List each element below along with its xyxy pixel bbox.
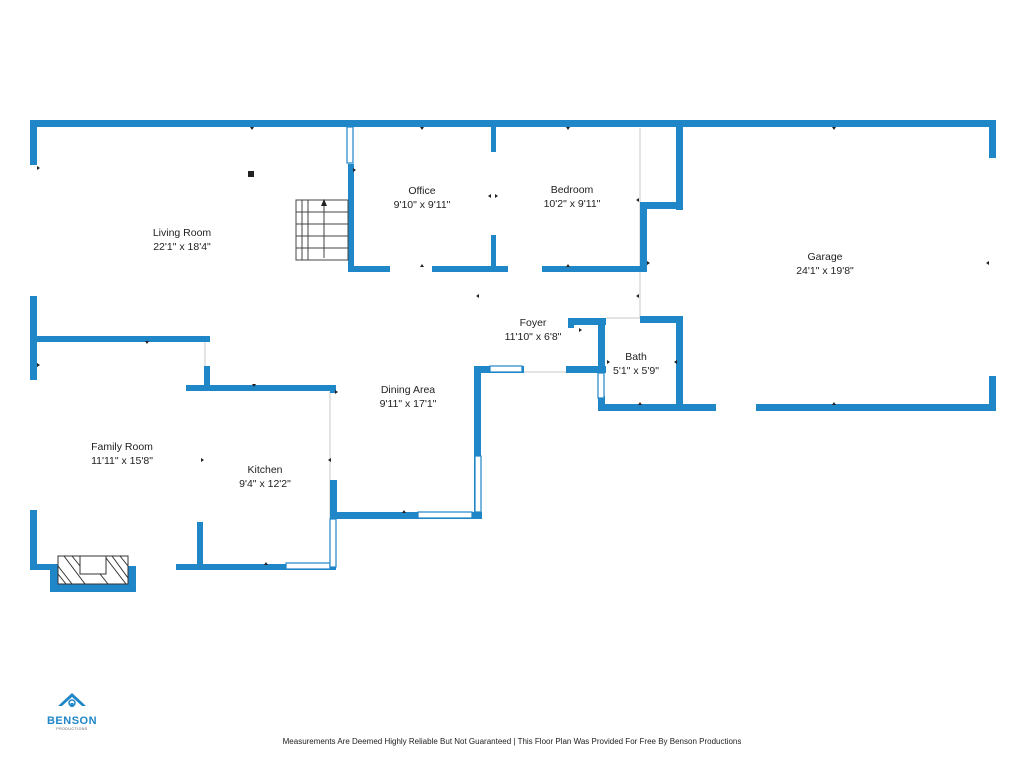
footer-disclaimer: Measurements Are Deemed Highly Reliable … [282,737,742,746]
logo-name: BENSON [46,715,98,727]
foyer-dims: 11'10" x 6'8" [505,331,562,343]
fireplace-hatch [57,555,129,585]
room-labels: Living Room 22'1" x 18'4" Office 9'10" x… [91,184,854,490]
benson-logo: BENSON PRODUCTIONS [38,692,106,731]
bath-name: Bath [625,351,647,363]
bedroom-dims: 10'2" x 9'11" [544,198,601,210]
kitchen-name: Kitchen [247,464,282,476]
logo-subtitle: PRODUCTIONS [56,727,88,731]
dimension-markers [37,127,989,565]
windows [285,126,605,570]
family-room-dims: 11'11" x 15'8" [91,455,153,467]
office-name: Office [408,185,435,197]
kitchen-dims: 9'4" x 12'2" [239,478,291,490]
foyer-name: Foyer [520,317,547,329]
dining-area-name: Dining Area [381,384,435,396]
bath-dims: 5'1" x 5'9" [613,365,659,377]
garage-name: Garage [807,251,842,263]
office-dims: 9'10" x 9'11" [394,199,451,211]
garage-dims: 24'1" x 19'8" [796,265,854,277]
bedroom-name: Bedroom [551,184,594,196]
walls [30,120,996,592]
living-room-dims: 22'1" x 18'4" [153,241,211,253]
staircase [295,199,349,261]
house-logo-icon [58,693,86,707]
living-room-name: Living Room [153,227,212,239]
family-room-name: Family Room [91,441,153,453]
dining-area-dims: 9'11" x 17'1" [380,398,437,410]
